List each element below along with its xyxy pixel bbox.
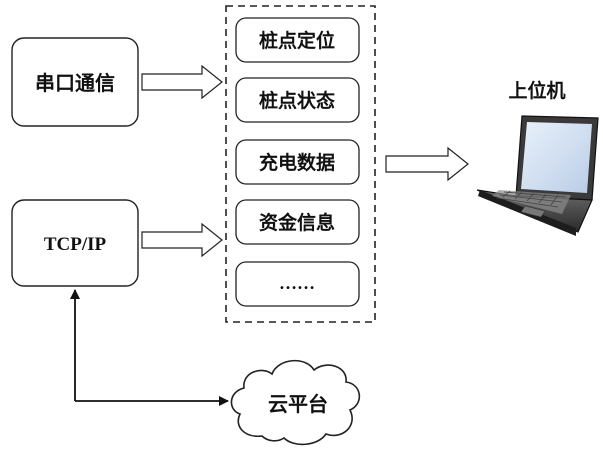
svg-text:资金信息: 资金信息 (259, 211, 335, 234)
data-group-frame (225, 5, 376, 323)
serial-comm-label: 串口通信 (35, 71, 115, 95)
svg-text:……: …… (279, 273, 315, 293)
tcpip-to-data-arrow (141, 222, 223, 258)
data-item-funds-info: 资金信息 (235, 199, 360, 245)
svg-text:桩点定位: 桩点定位 (259, 29, 335, 52)
data-to-host-arrow (385, 146, 469, 182)
tcpip-node: TCP/IP (11, 199, 139, 287)
cloud-label: 云平台 (268, 392, 328, 416)
laptop-icon (476, 115, 599, 236)
cloud-icon (230, 359, 361, 446)
tcpip-label: TCP/IP (44, 234, 107, 255)
svg-text:充电数据: 充电数据 (259, 151, 335, 174)
data-item-pile-location: 桩点定位 (235, 17, 360, 63)
data-item-ellipsis: …… (235, 261, 360, 307)
serial-comm-node: 串口通信 (11, 37, 139, 127)
serial-to-data-arrow (141, 64, 223, 100)
data-item-pile-status: 桩点状态 (235, 77, 360, 123)
cloud-platform-node: 云平台 (230, 359, 361, 446)
data-item-charging-data: 充电数据 (235, 139, 360, 185)
host-label: 上位机 (508, 79, 565, 102)
svg-text:桩点状态: 桩点状态 (259, 89, 335, 112)
